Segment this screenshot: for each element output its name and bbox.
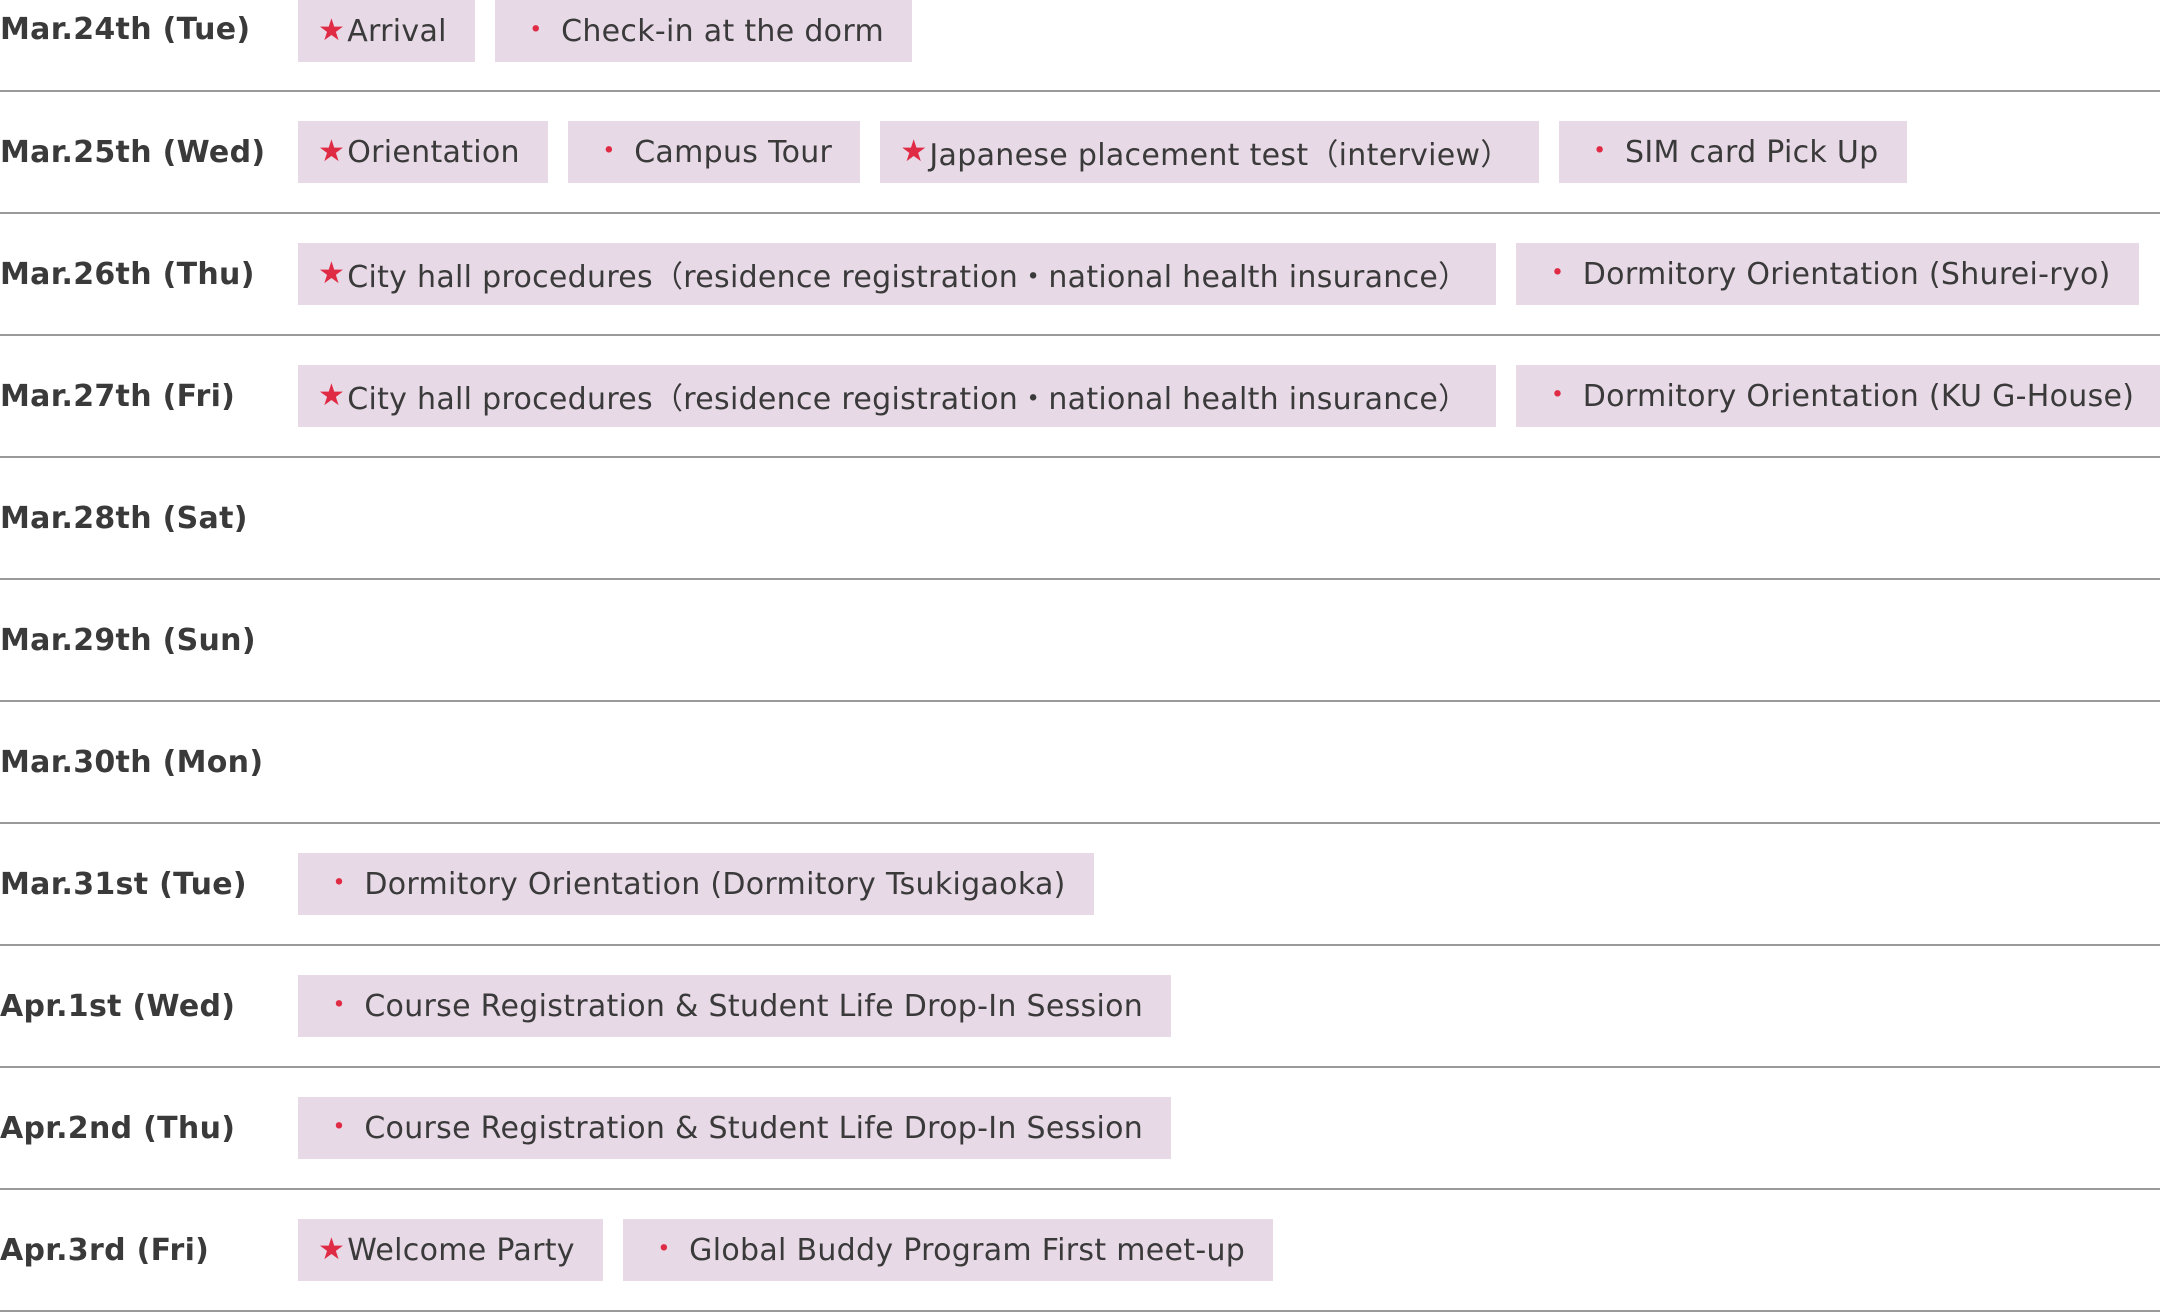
events-list: ★Arrival ・ Check-in at the dorm [298,0,912,62]
events-list: ★Welcome Party ・ Global Buddy Program Firs… [298,1219,1274,1281]
event-chip: ・ Course Registration & Student Life Drop… [298,1097,1172,1159]
bullet-dot-icon: ・ [593,134,625,169]
event-label: Course Registration & Student Life Drop-… [364,988,1144,1024]
key-event-chip: ★Orientation [298,121,548,183]
bullet-dot-icon: ・ [324,988,355,1023]
date-label: Apr.2nd (Thu) [0,1110,236,1146]
event-label: Japanese placement test（interview） [929,138,1511,173]
schedule-row: Mar.24th (Tue) ★Arrival ・ Check-in at the d… [0,0,2160,92]
schedule-row: Mar.26th (Thu) ★City hall procedures（resi… [0,214,2160,336]
bullet-dot-icon: ・ [648,1232,680,1267]
event-label: Dormitory Orientation (Dormitory Tsukiga… [364,866,1066,902]
key-event-chip: ★Japanese placement test（interview） [880,121,1539,183]
schedule-row: Apr.1st (Wed) ・ Course Registration & Stud… [0,946,2160,1068]
event-chip: ・ Dormitory Orientation (Dormitory Tsukig… [298,853,1094,915]
date-label: Mar.25th (Wed) [0,134,266,170]
event-chip: ・ Dormitory Orientation (KU G-House) [1516,365,2160,427]
event-label: Campus Tour [634,134,833,170]
date-label: Mar.26th (Thu) [0,256,255,292]
event-chip: ・ SIM card Pick Up [1558,121,1907,183]
star-icon: ★ [318,1232,346,1267]
star-icon: ★ [318,134,346,169]
event-chip: ・ Global Buddy Program First meet-up [622,1219,1274,1281]
key-event-chip: ★City hall procedures（residence registra… [298,243,1497,305]
key-event-chip: ★Arrival [298,0,475,62]
event-chip: ・ Course Registration & Student Life Drop… [298,975,1172,1037]
schedule-row: Mar.29th (Sun) [0,580,2160,702]
events-list: ・ Course Registration & Student Life Drop… [298,1097,1172,1159]
events-list: ★City hall procedures（residence registra… [298,243,2139,305]
star-icon: ★ [318,256,346,291]
bullet-dot-icon: ・ [1542,378,1573,413]
key-event-chip: ★City hall procedures（residence registra… [298,365,1497,427]
date-label: Mar.31st (Tue) [0,866,247,902]
event-label: Global Buddy Program First meet-up [689,1232,1246,1268]
date-label: Mar.28th (Sat) [0,500,248,536]
bullet-dot-icon: ・ [1542,256,1573,291]
event-label: SIM card Pick Up [1624,134,1879,170]
events-list: ★City hall procedures（residence registra… [298,365,2160,427]
event-chip: ・ Campus Tour [567,121,861,183]
schedule-row: Mar.28th (Sat) [0,458,2160,580]
event-label: Arrival [347,13,447,49]
event-chip: ・ Dormitory Orientation (Shurei-ryo) [1516,243,2139,305]
star-icon: ★ [900,134,928,169]
event-label: Dormitory Orientation (Shurei-ryo) [1582,256,2111,292]
date-label: Apr.3rd (Fri) [0,1232,210,1268]
events-list: ・ Course Registration & Student Life Drop… [298,975,1172,1037]
date-label: Mar.29th (Sun) [0,622,256,658]
event-label: Orientation [347,134,520,170]
schedule-row: Mar.25th (Wed)★Orientation・Campus Tour★J… [0,92,2160,214]
key-event-chip: ★Welcome Party [298,1219,603,1281]
bullet-dot-icon: ・ [324,1110,355,1145]
event-label: City hall procedures（residence registrat… [347,260,1469,295]
date-label: Mar.27th (Fri) [0,378,236,414]
schedule-row: Mar.31st (Tue) ・ Dormitory Orientation (Do… [0,824,2160,946]
event-label: City hall procedures（residence registrat… [347,382,1469,417]
event-label: Welcome Party [347,1232,575,1268]
events-list: ・ Dormitory Orientation (Dormitory Tsukig… [298,853,1094,915]
event-label: Dormitory Orientation (KU G-House) [1582,378,2135,414]
date-label: Apr.1st (Wed) [0,988,236,1024]
event-label: Course Registration & Student Life Drop-… [364,1110,1144,1146]
bullet-dot-icon: ・ [324,866,355,901]
date-label: Mar.30th (Mon) [0,744,264,780]
schedule-row: Apr.2nd (Thu) ・ Course Registration & Stud… [0,1068,2160,1190]
event-chip: ・ Check-in at the dorm [494,0,912,62]
schedule-row: Mar.30th (Mon) [0,702,2160,824]
bullet-dot-icon: ・ [520,13,552,48]
schedule-row: Mar.27th (Fri) ★City hall procedures（resi… [0,336,2160,458]
events-list: ★Orientation・Campus Tour★Japanese placem… [298,121,1907,183]
date-label: Mar.24th (Tue) [0,12,251,47]
schedule-row: Apr.3rd (Fri) ★Welcome Party ・ Global Buddy… [0,1190,2160,1312]
star-icon: ★ [318,378,346,413]
star-icon: ★ [318,13,346,48]
event-label: Check-in at the dorm [561,13,884,49]
bullet-dot-icon: ・ [1584,134,1615,169]
